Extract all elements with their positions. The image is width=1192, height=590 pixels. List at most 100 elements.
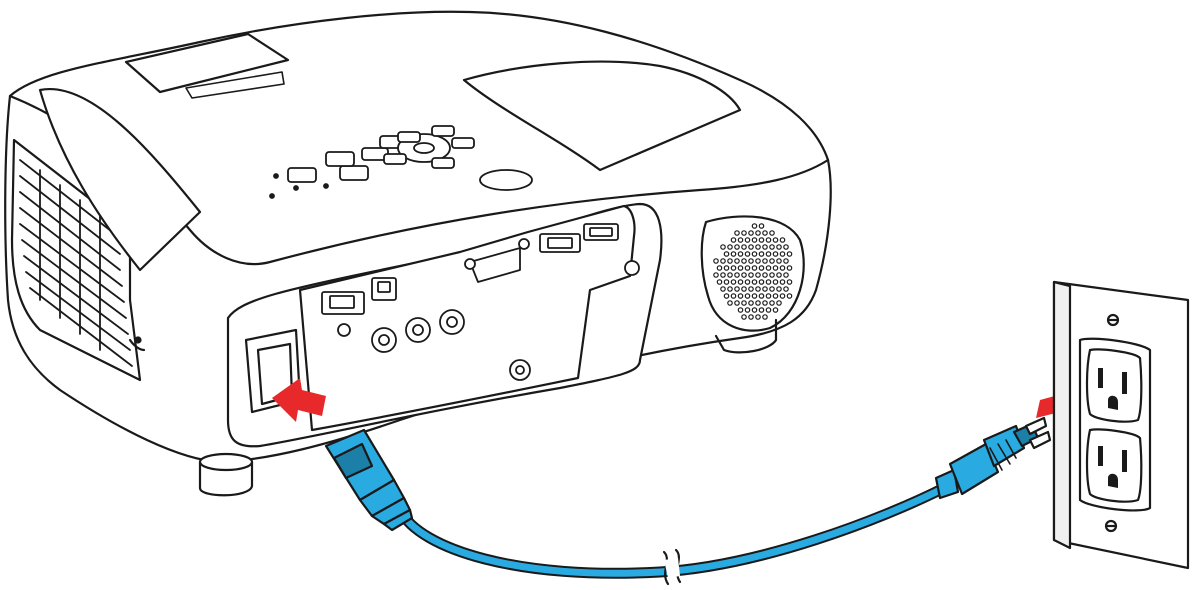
- speaker-hole: [737, 293, 744, 299]
- speaker-hole: [762, 244, 768, 250]
- speaker-hole: [783, 286, 789, 292]
- speaker-hole: [755, 272, 761, 278]
- speaker-hole: [779, 293, 786, 299]
- speaker-hole: [758, 279, 765, 285]
- speaker-hole: [741, 314, 747, 320]
- speaker-hole: [751, 307, 758, 313]
- speaker-hole: [730, 265, 737, 271]
- speaker-hole: [751, 223, 758, 229]
- speaker-hole: [769, 244, 775, 250]
- speaker-hole: [734, 272, 740, 278]
- speaker-hole: [762, 300, 768, 306]
- speaker-hole: [744, 251, 751, 257]
- speaker-hole: [769, 230, 775, 236]
- control-buttons: [269, 125, 533, 199]
- speaker-hole: [786, 265, 793, 271]
- speaker-hole: [769, 258, 775, 264]
- connector-ports: [321, 223, 640, 381]
- speaker-hole: [765, 251, 772, 257]
- speaker-hole: [737, 237, 744, 243]
- speaker-hole: [772, 251, 779, 257]
- speaker-hole: [744, 307, 751, 313]
- speaker-hole: [783, 272, 789, 278]
- insert-arrow-icon: [272, 378, 326, 422]
- speaker-hole: [716, 265, 723, 271]
- speaker-hole: [779, 279, 786, 285]
- speaker-hole: [776, 258, 782, 264]
- speaker-hole: [772, 237, 779, 243]
- speaker-hole: [744, 265, 751, 271]
- speaker-hole: [769, 272, 775, 278]
- speaker-hole: [727, 286, 733, 292]
- speaker-hole: [734, 300, 740, 306]
- speaker-hole: [755, 244, 761, 250]
- speaker-hole: [779, 265, 786, 271]
- speaker-hole: [776, 272, 782, 278]
- speaker-hole: [755, 314, 761, 320]
- speaker-hole: [744, 279, 751, 285]
- speaker-hole: [779, 237, 786, 243]
- speaker-hole: [734, 230, 740, 236]
- speaker-hole: [786, 251, 793, 257]
- speaker-hole: [758, 265, 765, 271]
- speaker-hole: [720, 258, 726, 264]
- speaker-hole: [755, 258, 761, 264]
- speaker-hole: [734, 258, 740, 264]
- speaker-hole: [727, 272, 733, 278]
- speaker-hole: [737, 251, 744, 257]
- speaker-hole: [741, 244, 747, 250]
- speaker-hole: [713, 272, 719, 278]
- speaker-hole: [765, 293, 772, 299]
- projector-icon: [4, 10, 832, 497]
- speaker-hole: [765, 279, 772, 285]
- speaker-hole: [737, 265, 744, 271]
- speaker-hole: [730, 279, 737, 285]
- speaker-hole: [762, 230, 768, 236]
- speaker-hole: [758, 223, 765, 229]
- speaker-hole: [734, 244, 740, 250]
- vent-grille: [19, 159, 133, 367]
- speaker-grille: [713, 223, 793, 320]
- speaker-hole: [751, 265, 758, 271]
- cord-connector: [324, 428, 414, 532]
- speaker-hole: [783, 258, 789, 264]
- speaker-hole: [741, 286, 747, 292]
- speaker-hole: [769, 286, 775, 292]
- speaker-hole: [751, 237, 758, 243]
- speaker-hole: [765, 237, 772, 243]
- speaker-hole: [765, 307, 772, 313]
- speaker-hole: [772, 279, 779, 285]
- speaker-hole: [748, 230, 754, 236]
- speaker-hole: [755, 286, 761, 292]
- speaker-hole: [748, 300, 754, 306]
- speaker-hole: [720, 286, 726, 292]
- speaker-hole: [758, 307, 765, 313]
- speaker-hole: [727, 244, 733, 250]
- projector-foot: [198, 460, 254, 497]
- speaker-hole: [765, 265, 772, 271]
- speaker-hole: [776, 300, 782, 306]
- speaker-hole: [727, 300, 733, 306]
- speaker-hole: [744, 293, 751, 299]
- speaker-hole: [737, 307, 744, 313]
- speaker-hole: [741, 258, 747, 264]
- speaker-hole: [748, 314, 754, 320]
- speaker-hole: [723, 293, 730, 299]
- speaker-hole: [786, 293, 793, 299]
- speaker-hole: [776, 286, 782, 292]
- speaker-hole: [786, 279, 793, 285]
- cord-plug: [934, 416, 1052, 500]
- speaker-hole: [723, 279, 730, 285]
- speaker-hole: [755, 300, 761, 306]
- speaker-hole: [730, 251, 737, 257]
- speaker-hole: [723, 265, 730, 271]
- speaker-hole: [751, 293, 758, 299]
- speaker-hole: [769, 300, 775, 306]
- speaker-hole: [730, 237, 737, 243]
- speaker-hole: [762, 258, 768, 264]
- speaker-hole: [727, 258, 733, 264]
- speaker-hole: [751, 251, 758, 257]
- speaker-hole: [772, 265, 779, 271]
- speaker-hole: [716, 279, 723, 285]
